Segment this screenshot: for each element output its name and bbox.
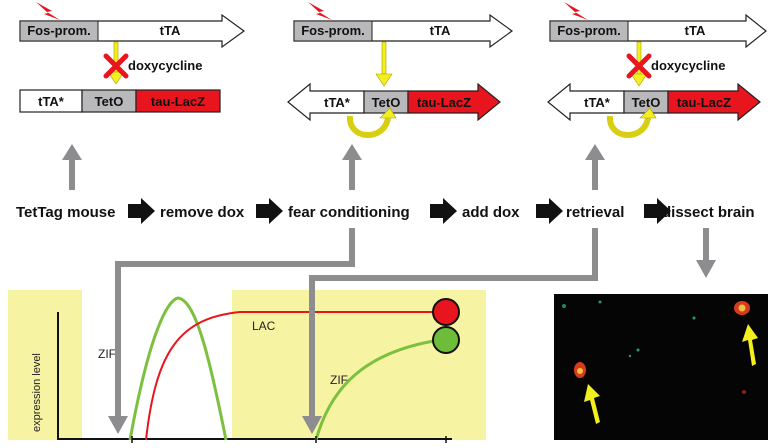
taulacz-label: tau-LacZ [151, 94, 205, 109]
connector-head [302, 416, 322, 434]
tta-star-label: tTA* [324, 95, 351, 110]
feedback-loop-head [639, 107, 657, 119]
activation-arrow-head [630, 73, 648, 87]
fos-promoter-box [19, 20, 99, 42]
zif-curve-1 [128, 296, 228, 441]
fluorescent-dot [742, 390, 746, 394]
flow-arrow-icon [256, 198, 283, 224]
teto-label: TetO [95, 94, 124, 109]
up-arrow-head [585, 144, 605, 160]
taulacz-label: tau-LacZ [677, 95, 731, 110]
tta-star-label: tTA* [38, 94, 65, 109]
flow-step-fear-conditioning: fear conditioning [288, 204, 410, 221]
connector-arrows [115, 228, 709, 418]
lightning-icon [308, 2, 332, 20]
tta-star-arrow [287, 82, 365, 122]
teto-label: TetO [632, 95, 661, 110]
activation-arrow-head [107, 71, 125, 85]
flow-arrow-icon [430, 198, 457, 224]
activation-arrow-shaft [381, 41, 387, 75]
up-arrow-shaft [349, 158, 355, 190]
microscopy-background [554, 294, 768, 440]
up-arrows [62, 144, 605, 190]
fluorescent-dot [598, 300, 602, 304]
zif-label-2: ZIF [330, 373, 348, 387]
tta-star-arrow [547, 82, 625, 122]
labeled-neuron-nucleus [738, 304, 746, 312]
pointer-arrow-icon [742, 324, 758, 366]
lac-curve [145, 311, 440, 441]
zif-label-1: ZIF [98, 347, 116, 361]
block-x-icon [626, 53, 652, 79]
flow-step-dissect-brain: dissect brain [662, 204, 755, 221]
fos-promoter-label: Fos-prom. [27, 23, 91, 38]
tta-label: tTA [430, 23, 451, 38]
taulacz-box [135, 89, 221, 113]
flow-row: TetTag mouse remove dox fear conditionin… [16, 198, 755, 224]
feedback-loop-arrow [347, 115, 391, 138]
flow-step-tettag-mouse: TetTag mouse [16, 204, 115, 221]
up-arrow-head [62, 144, 82, 160]
activation-arrow-head [375, 73, 393, 87]
lac-label: LAC [252, 319, 276, 333]
lightning-icon [36, 2, 60, 20]
fluorescent-dot [636, 348, 640, 352]
connector-head [696, 260, 716, 278]
pointer-arrow-icon [584, 384, 600, 424]
fos-promoter-box [293, 20, 373, 42]
taulacz-arrow [667, 82, 761, 122]
y-axis-label: expression level [31, 353, 43, 432]
dox-on-shading [8, 290, 82, 440]
connector-fear-to-plot [115, 228, 355, 418]
tta-star-label: tTA* [584, 95, 611, 110]
zif-marker [432, 326, 460, 354]
doxycycline-label: doxycycline [651, 58, 725, 73]
expression-plot: expression level ZIF LAC ZIF [8, 290, 486, 443]
flow-arrow-icon [128, 198, 155, 224]
flow-step-retrieval: retrieval [566, 204, 624, 221]
taulacz-label: tau-LacZ [417, 95, 471, 110]
up-arrow-shaft [592, 158, 598, 190]
zif-curve-2 [314, 338, 441, 441]
fluorescent-dot [562, 304, 566, 308]
tta-label: tTA [685, 23, 706, 38]
flow-arrow-icon [644, 198, 671, 224]
construct-3: Fos-prom. tTA doxycycline tTA* TetO tau-… [547, 2, 767, 138]
microscopy-image [554, 294, 768, 440]
labeled-neuron-nucleus [577, 368, 583, 374]
taulacz-arrow [407, 82, 501, 122]
fluorescent-dot [692, 316, 696, 320]
teto-label: TetO [372, 95, 401, 110]
flow-arrow-icon [536, 198, 563, 224]
flow-step-remove-dox: remove dox [160, 204, 245, 221]
fos-promoter-label: Fos-prom. [557, 23, 621, 38]
connector-heads [108, 260, 716, 434]
flow-step-add-dox: add dox [462, 204, 520, 221]
feedback-loop-arrow [607, 115, 651, 138]
construct-1: Fos-prom. tTA doxycycline tTA* TetO tau-… [19, 2, 246, 113]
lac-marker [432, 298, 460, 326]
up-arrow-head [342, 144, 362, 160]
feedback-loop-head [379, 107, 397, 119]
lightning-icon [564, 2, 588, 20]
tta-label: tTA [160, 23, 181, 38]
doxycycline-label: doxycycline [128, 58, 202, 73]
fos-promoter-box [549, 20, 629, 42]
block-x-icon [103, 53, 129, 79]
connector-retrieval-to-plot [309, 228, 598, 418]
fos-promoter-label: Fos-prom. [301, 23, 365, 38]
construct-2: Fos-prom. tTA tTA* TetO tau-LacZ [287, 2, 514, 138]
connector-head [108, 416, 128, 434]
fluorescent-dot [628, 354, 632, 358]
up-arrow-shaft [69, 158, 75, 190]
